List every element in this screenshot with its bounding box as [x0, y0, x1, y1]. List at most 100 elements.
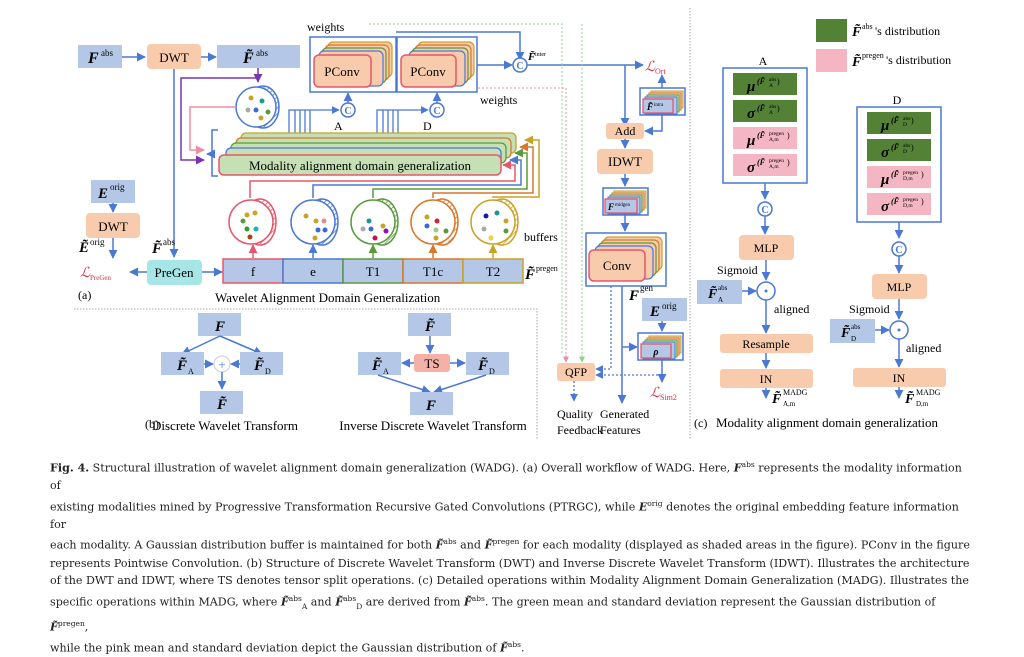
- pconv-d-label: PConv: [410, 64, 446, 79]
- stat-argument: (F̃: [891, 116, 900, 125]
- modality-f: f: [222, 258, 284, 284]
- svg-text:A,m: A,m: [783, 400, 796, 408]
- buffers-label: buffers: [524, 230, 558, 244]
- svg-text:e: e: [310, 264, 316, 279]
- stat-superscript: pregen: [769, 158, 784, 164]
- dwt-top-label: DWT: [159, 50, 189, 65]
- sigmoid-d: Sigmoid: [849, 302, 890, 316]
- svg-text:F̃: F̃: [371, 356, 382, 374]
- panel-b-label: (b): [145, 417, 159, 431]
- svg-text:abs: abs: [718, 284, 728, 292]
- qfp-block: QFP: [557, 363, 595, 381]
- svg-text:F̃: F̃: [424, 317, 435, 335]
- modality-t2: T2: [462, 258, 524, 284]
- madg-stack: Modality alignment domain generalization: [218, 132, 517, 176]
- branch-d-title: D: [893, 93, 902, 107]
- svg-text:T1c: T1c: [423, 264, 443, 279]
- qfp-label: QFP: [565, 365, 587, 379]
- stat-subscript: A,m: [769, 137, 779, 143]
- in-a: [720, 369, 813, 388]
- stat-argument: (F̃: [891, 197, 900, 206]
- stat-close-paren: ): [921, 170, 924, 179]
- stat-row-mean-abs: [733, 73, 797, 95]
- stat-argument: (F̃: [891, 170, 900, 179]
- svg-text:E: E: [97, 186, 108, 202]
- stat-close-paren: ): [921, 197, 924, 206]
- svg-text:F̃: F̃: [477, 356, 488, 374]
- stat-symbol: σ: [747, 106, 756, 122]
- aligned-d: aligned: [906, 341, 941, 355]
- stat-superscript: abs: [903, 116, 910, 122]
- svg-text:F̃: F̃: [771, 389, 782, 407]
- f-tilde-abs-sup: abs: [256, 48, 268, 58]
- svg-text:D,m: D,m: [916, 400, 929, 408]
- caption-line-4: represents Pointwise Convolution. (b) St…: [50, 556, 970, 570]
- stat-close-paren: ): [787, 158, 790, 167]
- stat-row-mean-pregen: [867, 166, 931, 188]
- weights-bottom-label: weights: [480, 93, 518, 107]
- stat-subscript: A: [769, 83, 773, 89]
- svg-text:orig: orig: [90, 237, 105, 247]
- svg-text:IN: IN: [893, 371, 906, 385]
- stat-subscript: D: [903, 122, 907, 128]
- stat-argument: (F̃: [757, 158, 766, 167]
- modality-buffers: [228, 198, 519, 246]
- svg-text:F̃: F̃: [151, 239, 162, 257]
- conv-label: Conv: [603, 258, 632, 273]
- svg-text:C: C: [761, 205, 768, 216]
- svg-text:D: D: [851, 335, 856, 343]
- legend-abs-swatch: [816, 19, 847, 42]
- legend-pregen-swatch: [816, 49, 847, 72]
- svg-text:MLP: MLP: [754, 241, 779, 255]
- generated-features-label-2: Features: [600, 423, 641, 437]
- wadg-diagram: F abs DWT F̃ abs: [74, 8, 951, 440]
- rho-stack: ρ: [637, 332, 684, 361]
- panel-a-label: (a): [78, 288, 91, 302]
- legend-pregen-label: 's distribution: [886, 53, 951, 67]
- panel-a: F abs DWT F̃ abs: [78, 20, 687, 437]
- stat-subscript: D: [903, 149, 907, 155]
- buffer-e: [290, 198, 339, 246]
- svg-text:F̃: F̃: [851, 22, 862, 40]
- stat-subscript: D,m: [903, 176, 913, 182]
- branch-a-title: A: [759, 54, 768, 68]
- quality-feedback-label-1: Quality: [557, 407, 593, 421]
- loss-sim2: ℒ: [650, 386, 661, 401]
- svg-text:F: F: [425, 398, 436, 414]
- add-block: Add: [606, 123, 644, 139]
- sigmoid-a: Sigmoid: [717, 263, 758, 277]
- f-midgen-stack: F midgen: [602, 187, 649, 216]
- f-abs-d-input: [830, 319, 875, 343]
- concat-inter: C: [512, 57, 528, 73]
- loss-pregen-sub: PreGen: [90, 274, 111, 282]
- idwt-label: IDWT: [608, 154, 642, 169]
- pregen-block: PreGen: [147, 260, 202, 285]
- loss-ort-sub: Ort: [655, 67, 666, 76]
- svg-text:MLP: MLP: [887, 280, 912, 294]
- stat-superscript: pregen: [903, 170, 918, 176]
- caption-line-3: each modality. A Gaussian distribution b…: [50, 537, 970, 553]
- svg-text:intra: intra: [654, 103, 664, 108]
- modality-row: f e T1 T1c T2: [222, 258, 524, 284]
- stat-argument: (F̃: [757, 104, 766, 113]
- mlp-d: [872, 274, 927, 299]
- svg-text:A: A: [718, 296, 723, 304]
- e-orig-box-2: E orig: [642, 298, 687, 321]
- idwt-block: IDWT: [597, 149, 653, 174]
- stat-superscript: abs: [903, 143, 910, 149]
- legend-abs-label: 's distribution: [875, 24, 940, 38]
- branch-d-stat-rows: μ(F̃absD)σ(F̃absD)μ(F̃pregenD,m)σ(F̃preg…: [867, 112, 931, 215]
- label-a: A: [334, 119, 343, 133]
- stat-close-paren: ): [777, 77, 780, 86]
- weights-top-label: weights: [307, 20, 345, 34]
- svg-text:F̃: F̃: [176, 356, 187, 374]
- stat-subscript: A,m: [769, 164, 779, 170]
- svg-text:pregen: pregen: [862, 51, 884, 60]
- f-abs-a-input: [697, 280, 742, 304]
- figure-caption: Fig. 4. Structural illustration of wavel…: [50, 456, 970, 657]
- svg-text:D: D: [489, 367, 495, 376]
- svg-text:A: A: [383, 367, 389, 376]
- f-abs-input: F abs: [78, 45, 122, 68]
- stat-close-paren: ): [911, 143, 914, 152]
- ts-label: TS: [424, 356, 439, 371]
